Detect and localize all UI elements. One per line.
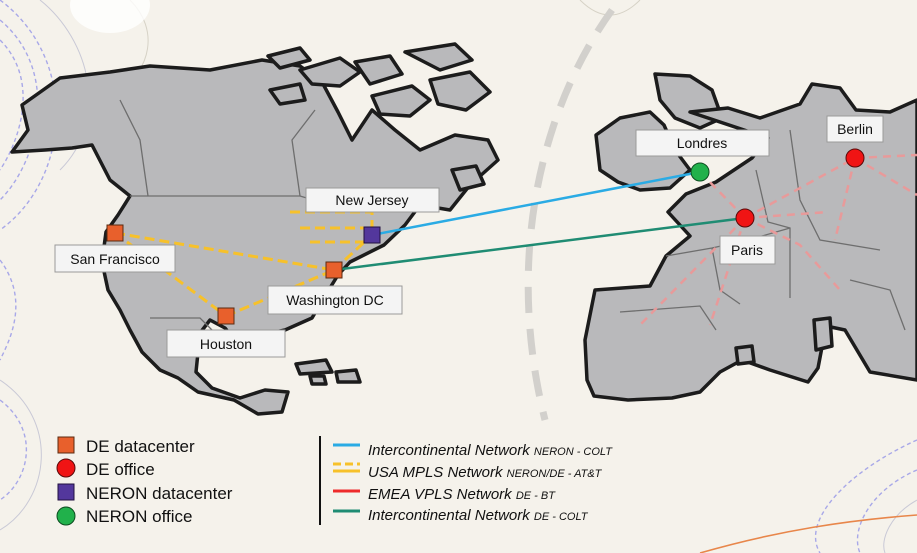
legend-de-datacenter-label: DE datacenter xyxy=(86,437,195,456)
sf-datacenter-marker xyxy=(106,224,124,242)
new-jersey-datacenter-marker xyxy=(363,226,381,244)
legend-neron-office-label: NERON office xyxy=(86,507,192,526)
legend-de-office-icon xyxy=(56,458,76,478)
houston-datacenter-marker xyxy=(217,307,235,325)
link-de-colt xyxy=(333,216,746,272)
label-new-jersey: New Jersey xyxy=(305,187,440,213)
label-berlin: Berlin xyxy=(826,115,884,143)
label-berlin-text: Berlin xyxy=(837,121,873,137)
washington-datacenter-marker xyxy=(325,261,343,279)
legend-neron-datacenter-icon xyxy=(57,483,75,501)
label-washington-dc: Washington DC xyxy=(267,285,403,315)
legend-emea-vpls-label: EMEA VPLS Network DE - BT xyxy=(368,486,556,503)
label-houston-text: Houston xyxy=(200,336,252,352)
legend-de-datacenter-icon xyxy=(57,436,75,454)
ocean-divider xyxy=(524,7,615,421)
label-san-francisco-text: San Francisco xyxy=(70,251,160,267)
label-houston: Houston xyxy=(166,329,286,358)
legend-networks: Intercontinental Network NERON - COLT US… xyxy=(333,442,613,524)
paris-office-marker xyxy=(735,208,755,228)
londres-office-marker xyxy=(690,162,710,182)
label-londres-text: Londres xyxy=(677,135,728,151)
legend-de-colt-label: Intercontinental Network DE - COLT xyxy=(368,507,589,524)
label-paris-text: Paris xyxy=(731,242,763,258)
link-neron-colt xyxy=(371,170,701,237)
legend-neron-datacenter-label: NERON datacenter xyxy=(86,484,233,503)
berlin-office-marker xyxy=(845,148,865,168)
label-new-jersey-text: New Jersey xyxy=(335,192,408,208)
legend-usa-mpls-label: USA MPLS Network NERON/DE - AT&T xyxy=(368,464,603,481)
label-san-francisco: San Francisco xyxy=(54,244,176,273)
legend-de-office-label: DE office xyxy=(86,460,155,479)
legend-neron-colt-label: Intercontinental Network NERON - COLT xyxy=(368,442,613,459)
label-paris: Paris xyxy=(719,235,776,265)
legend-neron-office-icon xyxy=(56,506,76,526)
legend-sites: DE datacenter DE office NERON datacenter… xyxy=(56,436,233,526)
label-londres: Londres xyxy=(635,129,770,157)
label-washington-dc-text: Washington DC xyxy=(286,292,384,308)
north-america xyxy=(10,42,500,416)
